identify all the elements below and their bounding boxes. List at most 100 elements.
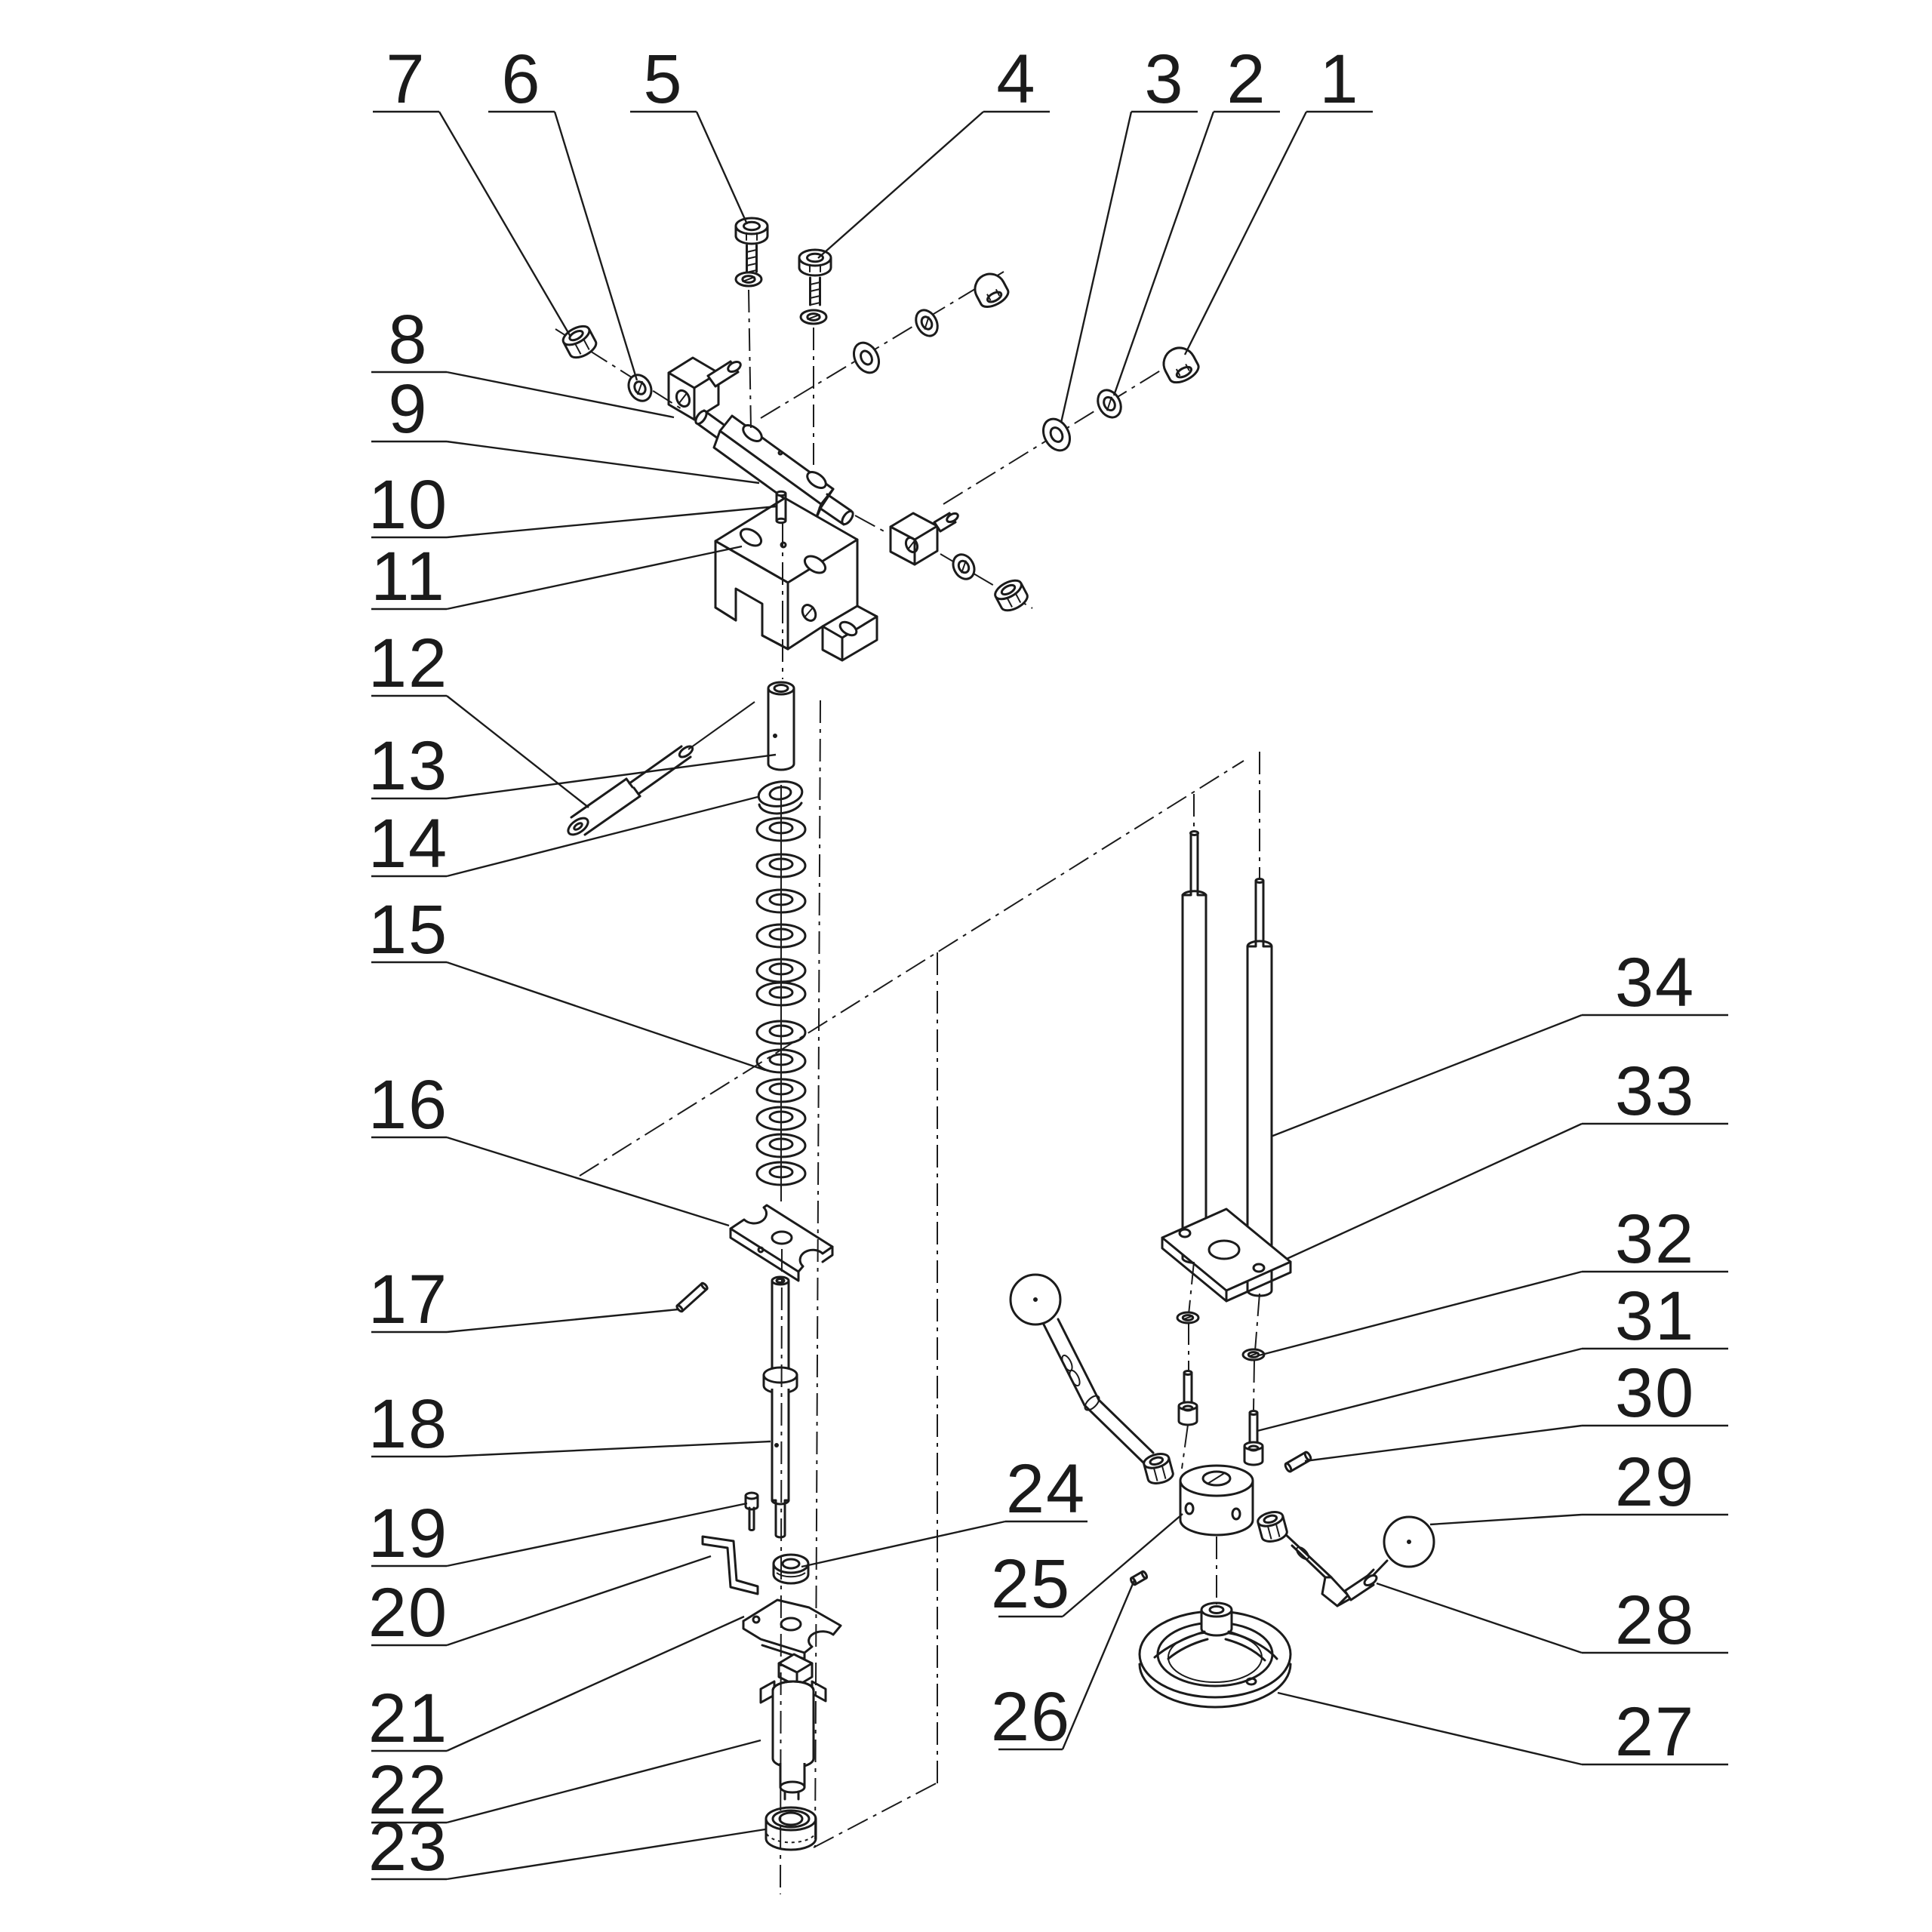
callout-labels: 1234567891011121314151617181920212223242… [368, 41, 1728, 1885]
leader-line-34 [1270, 1014, 1583, 1138]
construction-line-11 [813, 1780, 941, 1848]
construction-line-9 [814, 700, 821, 1848]
part-label-32: 32 [1615, 1201, 1695, 1278]
part-label-21: 21 [368, 1680, 448, 1757]
part-23-thrust-bearing [764, 1806, 817, 1851]
hex-hw-21 [1257, 1511, 1288, 1543]
part-11-bracket [714, 497, 878, 662]
part-16-notched-plate [729, 1204, 834, 1282]
leader-line-27 [1277, 1691, 1583, 1766]
leader-line-1 [1183, 111, 1308, 355]
sockscrew-hw-18 [1177, 1370, 1198, 1426]
part-label-28: 28 [1615, 1582, 1695, 1659]
part-18-shaft [762, 1275, 798, 1539]
part-25-hub-collar [1179, 1464, 1254, 1537]
stud-hw-8 [809, 276, 821, 306]
construction-lines [555, 271, 1260, 1895]
hex-hw-4 [734, 217, 769, 245]
part-19-screw [744, 1491, 759, 1531]
part-label-17: 17 [368, 1261, 448, 1338]
part-label-25: 25 [991, 1546, 1071, 1623]
part-label-30: 30 [1615, 1355, 1695, 1432]
right-pivot-block [889, 512, 959, 566]
leader-line-23 [446, 1828, 766, 1881]
leader-line-28 [1376, 1582, 1583, 1654]
part-label-18: 18 [368, 1386, 448, 1463]
capnut-hw-13 [974, 272, 1010, 308]
part-label-10: 10 [368, 466, 448, 543]
part-label-8: 8 [388, 301, 428, 378]
construction-line-5 [943, 352, 1189, 505]
part-label-2: 2 [1226, 41, 1266, 118]
part-label-27: 27 [1615, 1694, 1695, 1770]
leader-line-33 [1286, 1122, 1583, 1260]
part-label-20: 20 [368, 1574, 448, 1651]
hex-hw-20 [1143, 1453, 1174, 1484]
cyl-hw-25 [1129, 1570, 1149, 1586]
leader-line-2 [1112, 111, 1215, 396]
spring-hw-1 [1097, 389, 1122, 419]
cyl-hw-22 [1284, 1451, 1312, 1473]
part-label-15: 15 [368, 891, 448, 968]
construction-line-12 [579, 760, 1244, 1177]
part-label-3: 3 [1144, 41, 1184, 118]
leader-line-26 [1061, 1580, 1136, 1750]
leader-line-4 [817, 111, 984, 259]
part-label-24: 24 [1006, 1451, 1086, 1527]
part-8-pivot-block [667, 356, 742, 421]
spring-hw-16 [1176, 1311, 1200, 1324]
part-label-1: 1 [1319, 41, 1359, 118]
part-label-4: 4 [996, 41, 1036, 118]
spring-hw-5 [627, 374, 653, 402]
leader-line-12 [446, 695, 589, 808]
part-label-34: 34 [1615, 944, 1695, 1021]
part-label-23: 23 [368, 1808, 448, 1885]
part-label-19: 19 [368, 1495, 448, 1572]
sockscrew-hw-19 [1243, 1410, 1264, 1466]
construction-line-17 [1181, 1424, 1189, 1469]
hardware-parts [561, 217, 1312, 1586]
part-label-16: 16 [368, 1066, 448, 1143]
part-label-26: 26 [991, 1678, 1071, 1755]
part-label-7: 7 [386, 41, 426, 118]
leader-line-29 [1429, 1513, 1583, 1526]
part-label-9: 9 [388, 371, 428, 448]
leader-line-32 [1258, 1270, 1583, 1357]
leader-line-15 [446, 961, 766, 1072]
leader-line-25 [1062, 1513, 1183, 1617]
part-label-31: 31 [1615, 1278, 1695, 1355]
hex-hw-6 [561, 325, 598, 359]
part-13-spacer-tube [767, 681, 795, 771]
flat-hw-2 [1041, 417, 1072, 452]
leader-line-3 [1060, 111, 1133, 423]
hex-hw-15 [994, 579, 1029, 612]
leader-line-14 [446, 795, 758, 878]
leader-line-18 [446, 1440, 771, 1458]
part-label-14: 14 [368, 805, 448, 882]
hex-hw-3 [798, 248, 832, 277]
part-label-6: 6 [501, 41, 541, 118]
part-label-11: 11 [371, 538, 446, 615]
leader-line-21 [446, 1615, 745, 1752]
part-20-z-bracket [701, 1535, 759, 1595]
leader-line-9 [446, 440, 760, 485]
cyl-hw-23 [675, 1281, 709, 1313]
part-label-12: 12 [368, 625, 448, 702]
spring-hw-10 [799, 309, 828, 325]
leader-line-7 [438, 111, 572, 337]
flat-hw-11 [852, 341, 881, 374]
construction-line-1 [760, 271, 1004, 419]
leader-line-24 [801, 1520, 1006, 1568]
stud-hw-7 [746, 244, 758, 273]
leader-line-6 [553, 111, 638, 381]
left-handle [1009, 1273, 1155, 1464]
construction-line-15 [1188, 1261, 1195, 1315]
part-33-mounting-plate [1161, 1208, 1292, 1303]
construction-line-2 [748, 289, 752, 429]
leader-line-31 [1257, 1347, 1583, 1432]
spring-hw-14 [952, 553, 976, 580]
part-12-clevis-pin [567, 701, 755, 836]
leader-line-22 [446, 1739, 761, 1824]
part-27-handwheel [1138, 1601, 1292, 1709]
